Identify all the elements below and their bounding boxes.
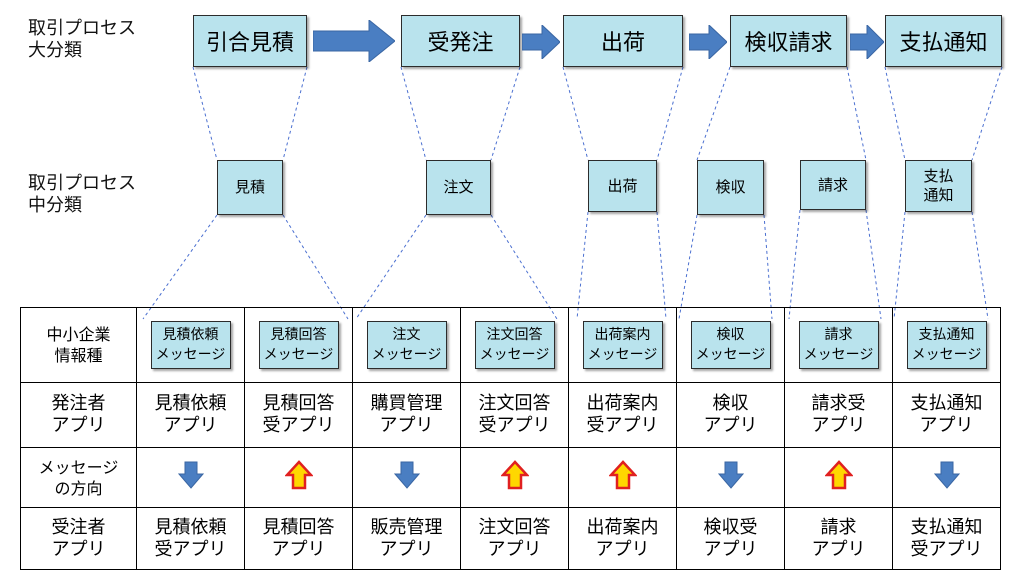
receiver-app-cell: 請求 アプリ (784, 507, 893, 570)
message-box: 見積回答 メッセージ (258, 321, 339, 369)
message-box: 支払通知 メッセージ (906, 321, 987, 369)
direction-cell (244, 447, 353, 508)
receiver-app-cell: 見積回答 アプリ (244, 507, 353, 570)
message-cell: 出荷案内 メッセージ (568, 307, 677, 383)
message-box: 出荷案内 メッセージ (582, 321, 663, 369)
arrow-down-icon (717, 461, 744, 495)
message-cell: 請求 メッセージ (784, 307, 893, 383)
mid-process-box: 検収 (697, 160, 764, 215)
direction-cell (784, 447, 893, 508)
direction-row: メッセージ の方向 (20, 447, 1001, 508)
message-cell: 見積回答 メッセージ (244, 307, 353, 383)
direction-cell (568, 447, 677, 508)
row-header-direction: メッセージ の方向 (20, 447, 137, 508)
orderer-app-row: 発注者 アプリ 見積依頼 アプリ 見積回答 受アプリ 購買管理 アプリ 注文回答… (20, 382, 1001, 448)
arrow-up-icon (283, 459, 314, 496)
mid-process-box: 見積 (217, 160, 283, 215)
info-type-row: 中小企業 情報種 見積依頼 メッセージ 見積回答 メッセージ 注文 メッセージ … (20, 307, 1001, 383)
flow-arrow-icon (522, 25, 560, 59)
direction-cell (136, 447, 245, 508)
major-process-box: 支払通知 (885, 15, 1002, 67)
arrow-down-icon (177, 461, 204, 495)
major-process-box: 検収請求 (730, 15, 847, 67)
mid-category-label: 取引プロセス 中分類 (28, 173, 136, 216)
receiver-app-row: 受注者 アプリ 見積依頼 受アプリ 見積回答 アプリ 販売管理 アプリ 注文回答… (20, 507, 1001, 570)
message-table: 中小企業 情報種 見積依頼 メッセージ 見積回答 メッセージ 注文 メッセージ … (20, 307, 1001, 570)
orderer-app-cell: 見積依頼 アプリ (136, 382, 245, 448)
arrow-up-icon (607, 459, 638, 496)
receiver-app-cell: 出荷案内 アプリ (568, 507, 677, 570)
arrow-up-icon (823, 459, 854, 496)
message-box: 見積依頼 メッセージ (150, 321, 231, 369)
receiver-app-cell: 販売管理 アプリ (352, 507, 461, 570)
direction-cell (460, 447, 569, 508)
orderer-app-cell: 注文回答 受アプリ (460, 382, 569, 448)
mid-process-box: 支払 通知 (905, 160, 972, 212)
direction-cell (676, 447, 785, 508)
row-header-receiver-app: 受注者 アプリ (20, 507, 137, 570)
flow-arrow-icon (689, 25, 727, 59)
arrow-up-icon (499, 459, 530, 496)
orderer-app-cell: 検収 アプリ (676, 382, 785, 448)
major-process-box: 受発注 (401, 15, 520, 67)
message-cell: 支払通知 メッセージ (892, 307, 1001, 383)
receiver-app-cell: 注文回答 アプリ (460, 507, 569, 570)
flow-arrow-icon (850, 25, 884, 59)
major-process-box: 出荷 (563, 15, 683, 67)
message-box: 検収 メッセージ (690, 321, 771, 369)
major-category-label: 取引プロセス 大分類 (28, 18, 136, 61)
receiver-app-cell: 見積依頼 受アプリ (136, 507, 245, 570)
message-cell: 見積依頼 メッセージ (136, 307, 245, 383)
mid-process-box: 出荷 (588, 160, 657, 212)
receiver-app-cell: 検収受 アプリ (676, 507, 785, 570)
message-box: 注文 メッセージ (366, 321, 447, 369)
receiver-app-cell: 支払通知 受アプリ (892, 507, 1001, 570)
row-header-info-type: 中小企業 情報種 (20, 307, 137, 383)
orderer-app-cell: 見積回答 受アプリ (244, 382, 353, 448)
message-cell: 検収 メッセージ (676, 307, 785, 383)
orderer-app-cell: 購買管理 アプリ (352, 382, 461, 448)
major-process-box: 引合見積 (193, 15, 307, 67)
message-cell: 注文 メッセージ (352, 307, 461, 383)
orderer-app-cell: 支払通知 アプリ (892, 382, 1001, 448)
row-header-orderer-app: 発注者 アプリ (20, 382, 137, 448)
message-box: 請求 メッセージ (798, 321, 879, 369)
flow-arrow-icon (313, 20, 395, 62)
direction-cell (892, 447, 1001, 508)
message-cell: 注文回答 メッセージ (460, 307, 569, 383)
mid-process-box: 請求 (800, 160, 866, 210)
arrow-down-icon (933, 461, 960, 495)
message-box: 注文回答 メッセージ (474, 321, 555, 369)
arrow-down-icon (393, 461, 420, 495)
mid-process-box: 注文 (426, 160, 491, 215)
orderer-app-cell: 出荷案内 受アプリ (568, 382, 677, 448)
direction-cell (352, 447, 461, 508)
orderer-app-cell: 請求受 アプリ (784, 382, 893, 448)
